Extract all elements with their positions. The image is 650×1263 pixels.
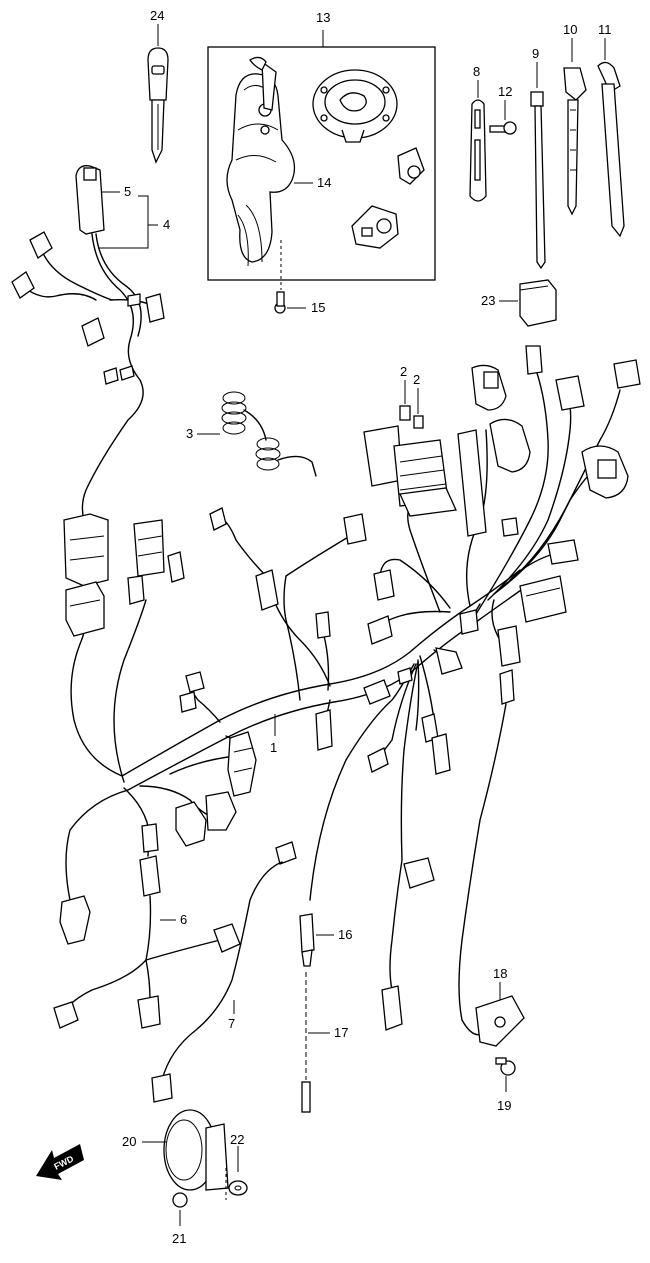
callout-1: 1 xyxy=(270,740,277,755)
forward-arrow-icon: FWD xyxy=(36,1144,84,1180)
callout-17: 17 xyxy=(334,1025,348,1040)
ignition-switch xyxy=(226,56,296,267)
callout-12: 12 xyxy=(498,84,512,99)
callout-2b: 2 xyxy=(413,372,420,387)
connector-lower xyxy=(381,985,403,1031)
horn-20: 20 xyxy=(122,1109,229,1191)
bolt-19: 19 xyxy=(495,1057,516,1113)
lock-holder xyxy=(351,205,399,249)
relay-23: 23 xyxy=(481,279,557,327)
callout-7: 7 xyxy=(228,1016,235,1031)
callout-20: 20 xyxy=(122,1134,136,1149)
fuses-2: 2 2 xyxy=(399,364,424,429)
callout-4: 4 xyxy=(163,217,170,232)
sensor-16: 16 xyxy=(299,913,352,967)
ignition-switch-set: 13 14 xyxy=(207,10,436,281)
sub-harness-6: 6 xyxy=(53,855,241,1029)
key: 24 xyxy=(147,8,169,164)
callout-8: 8 xyxy=(473,64,480,79)
seat-lock-cylinder xyxy=(397,147,425,185)
lead-wire-7: 7 xyxy=(151,841,297,1103)
cable-tie-10: 10 xyxy=(563,22,587,216)
screw-15: 15 xyxy=(274,240,325,315)
callout-24: 24 xyxy=(150,8,164,23)
callout-23: 23 xyxy=(481,293,495,308)
main-harness-1 xyxy=(59,345,641,991)
washer-22: 22 xyxy=(225,1132,248,1200)
callout-14: 14 xyxy=(317,175,331,190)
callout-21: 21 xyxy=(172,1231,186,1246)
rod-17: 17 xyxy=(301,972,348,1113)
fuel-cap-lock xyxy=(312,69,398,143)
callout-10: 10 xyxy=(563,22,577,37)
harness-clamp-8: 8 xyxy=(469,64,487,202)
callout-9: 9 xyxy=(532,46,539,61)
coil-spring-3: 3 xyxy=(186,391,317,477)
callout-19: 19 xyxy=(497,1098,511,1113)
sub-harness-4: 5 4 xyxy=(11,165,170,521)
side-stand-switch-18: 18 xyxy=(458,669,525,1047)
callout-22: 22 xyxy=(230,1132,244,1147)
bolt-21: 21 xyxy=(172,1192,188,1246)
callout-13: 13 xyxy=(316,10,330,25)
bolt-12: 12 xyxy=(489,84,517,135)
cable-tie-9: 9 xyxy=(530,46,546,270)
callout-11: 11 xyxy=(598,22,612,37)
callout-6: 6 xyxy=(180,912,187,927)
callout-16: 16 xyxy=(338,927,352,942)
callout-15: 15 xyxy=(311,300,325,315)
connector-mid xyxy=(403,857,435,889)
callout-3: 3 xyxy=(186,426,193,441)
cable-tie-11: 11 xyxy=(597,22,625,238)
callout-5: 5 xyxy=(124,184,131,199)
callout-2a: 2 xyxy=(400,364,407,379)
callout-18: 18 xyxy=(493,966,507,981)
